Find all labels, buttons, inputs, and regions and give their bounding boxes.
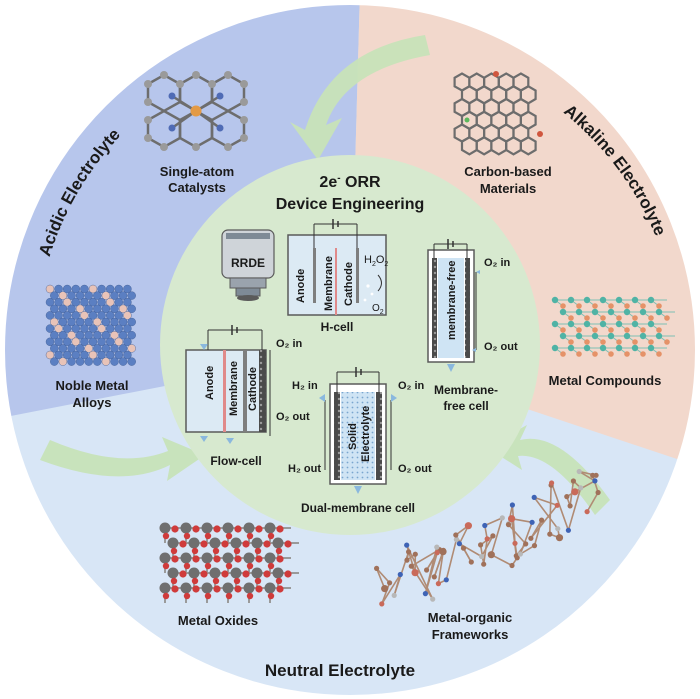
flow-cell	[185, 325, 271, 444]
flow-anode: Anode	[204, 366, 216, 400]
compounds-label: Metal Compounds	[549, 373, 662, 388]
flow-o2-out: O₂ out	[276, 411, 310, 423]
center-title-line1: 2e- ORR	[319, 173, 381, 191]
metal-compounds-structure	[551, 296, 675, 357]
noble-label-2: Alloys	[72, 395, 111, 410]
dual-solid: Solid	[347, 423, 359, 450]
noble-metal-structure	[45, 284, 136, 366]
mof-label-1: Metal-organic	[428, 610, 513, 625]
flow-o2-in: O₂ in	[276, 338, 303, 350]
rrde-label: RRDE	[231, 256, 265, 270]
carbon-based-structure	[453, 71, 543, 156]
dual-electrolyte: Electrolyte	[360, 406, 372, 462]
carbon-label-1: Carbon-based	[464, 164, 551, 179]
single-atom-label-1: Single-atom	[160, 164, 234, 179]
hcell-name: H-cell	[321, 320, 354, 334]
flow-cathode: Cathode	[247, 367, 259, 411]
arrow-left	[40, 437, 205, 481]
hcell-membrane: Membrane	[323, 256, 335, 311]
membrane-free-o2-out: O₂ out	[484, 341, 518, 353]
metal-oxides-structure	[159, 522, 299, 603]
dual-name: Dual-membrane cell	[301, 501, 415, 515]
center-title-line2: Device Engineering	[276, 196, 425, 213]
rrde-electrode	[221, 229, 275, 301]
membrane-free-name-2: free cell	[443, 399, 488, 413]
mof-structure	[374, 468, 601, 607]
dual-h2-out: H₂ out	[288, 463, 321, 475]
hcell-h2o2: H2O2	[364, 254, 388, 268]
neutral-electrolyte-label: Neutral Electrolyte	[265, 661, 415, 680]
hcell-anode: Anode	[295, 269, 307, 303]
membrane-free-o2-in: O₂ in	[484, 257, 511, 269]
dual-o2-in: O₂ in	[398, 380, 425, 392]
membrane-free-name-1: Membrane-	[434, 383, 498, 397]
membrane-free-inner: membrane-free	[446, 261, 458, 340]
arrow-top	[290, 35, 430, 160]
single-atom-nodes	[144, 71, 248, 151]
mof-label-2: Frameworks	[432, 627, 509, 642]
hcell-cathode: Cathode	[343, 262, 355, 306]
dual-h2-in: H₂ in	[292, 380, 318, 392]
flow-membrane: Membrane	[228, 361, 240, 416]
flow-name: Flow-cell	[210, 454, 261, 468]
single-atom-label-2: Catalysts	[168, 180, 226, 195]
hcell-o2: O2	[372, 303, 384, 316]
membrane-free-cell	[427, 239, 480, 372]
h-cell	[287, 219, 387, 316]
noble-label-1: Noble Metal	[56, 378, 129, 393]
dual-o2-out: O₂ out	[398, 463, 432, 475]
dual-membrane-cell	[319, 367, 397, 494]
carbon-label-2: Materials	[480, 181, 536, 196]
oxides-label: Metal Oxides	[178, 613, 258, 628]
